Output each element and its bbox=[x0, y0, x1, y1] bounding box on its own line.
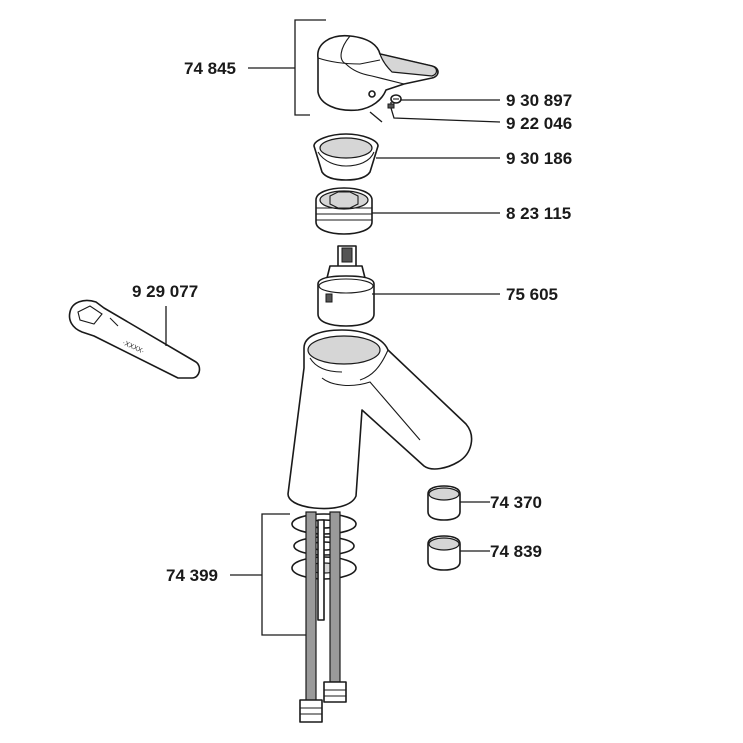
label-mounting-set: 74 399 bbox=[166, 566, 218, 585]
wrench-drawing: ·XXXX· bbox=[68, 299, 201, 379]
label-cover-cap: 9 30 186 bbox=[506, 149, 572, 168]
aerator-b-drawing bbox=[427, 535, 490, 571]
label-set-screw: 9 30 897 bbox=[506, 91, 572, 110]
label-wrench: 9 29 077 bbox=[132, 282, 198, 301]
set-screw-drawing bbox=[387, 94, 501, 123]
screw-cap-leader bbox=[390, 102, 501, 123]
label-aerator-b: 74 839 bbox=[490, 542, 542, 561]
label-cartridge: 75 605 bbox=[506, 285, 558, 304]
threaded-nut-drawing bbox=[315, 187, 500, 235]
cartridge-drawing bbox=[317, 245, 500, 327]
mounting-set-drawing bbox=[230, 511, 357, 723]
label-lever-handle: 74 845 bbox=[184, 59, 236, 78]
aerator-a-drawing bbox=[427, 485, 490, 521]
lever-handle-tick bbox=[369, 111, 383, 123]
label-aerator-a: 74 370 bbox=[490, 493, 542, 512]
spout-body-drawing bbox=[287, 329, 473, 510]
label-screw-cap: 9 22 046 bbox=[506, 114, 572, 133]
lever-handle-drawing bbox=[248, 19, 439, 123]
cover-cap-drawing bbox=[313, 133, 500, 181]
label-threaded-nut: 8 23 115 bbox=[506, 204, 571, 223]
